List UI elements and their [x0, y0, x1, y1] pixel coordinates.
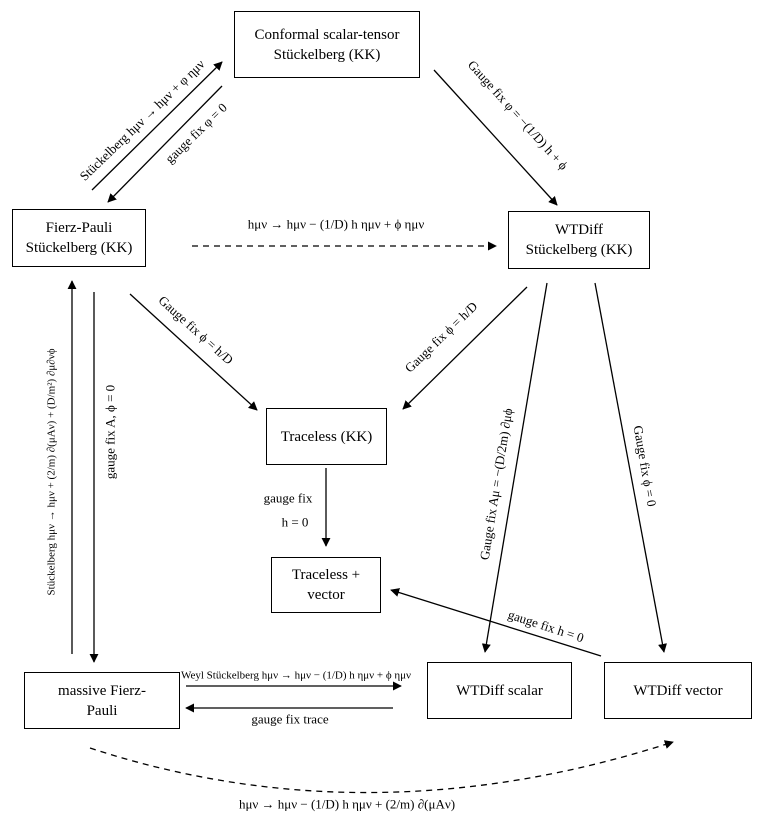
- node-label: vector: [307, 587, 345, 603]
- node-label: WTDiff: [554, 222, 604, 238]
- node-label: Traceless +: [291, 567, 361, 583]
- node-wtdiff-vector: WTDiff vector: [604, 662, 752, 719]
- label-bottom-map: hμν → hμν − (1/D) h ημν + (2/m) ∂(μAν): [238, 796, 456, 812]
- node-traceless-kk: Traceless (KK): [266, 408, 387, 465]
- node-label: Stückelberg (KK): [25, 240, 133, 256]
- node-wtdiff-scalar: WTDiff scalar: [427, 662, 572, 719]
- label-gauge-fix-trace: gauge fix trace: [251, 711, 329, 727]
- arrow-fp-to-conformal: [91, 61, 223, 191]
- node-label: Stückelberg (KK): [525, 242, 633, 258]
- node-traceless-vector: Traceless + vector: [271, 557, 381, 613]
- node-label: Pauli: [86, 702, 118, 719]
- node-label: WTDiff scalar: [456, 682, 543, 699]
- arrow-conformal-to-wtdiff: [433, 69, 558, 206]
- arrow-vector-to-traceless-vector: [390, 588, 602, 657]
- label-traceless-h-zero: h = 0: [281, 514, 309, 530]
- node-label: Stückelberg (KK): [273, 46, 381, 63]
- node-label: massive Fierz-: [58, 682, 146, 699]
- arrow-wtdiff-to-scalar: [481, 282, 548, 653]
- arrow-wtdiff-to-vector: [594, 282, 667, 653]
- label-gauge-fix-a-phi: gauge fix A, ϕ = 0: [102, 384, 118, 480]
- label-traceless-gauge-fix: gauge fix: [263, 490, 313, 506]
- arrow-massive-to-vector-dashed: [89, 740, 674, 794]
- node-label: Traceless (KK): [280, 428, 373, 445]
- label-fp-to-wtdiff: hμν → hμν − (1/D) h ημν + ϕ ημν: [247, 216, 425, 232]
- label-stuckelberg-massive: Stückelberg hμν → hμν + (2/m) ∂(μAν) + (…: [45, 348, 58, 596]
- node-label: Conformal scalar-tensor: [254, 26, 400, 43]
- arrow-fp-to-traceless: [129, 293, 258, 411]
- node-massive-fierz-pauli: massive Fierz- Pauli: [24, 672, 180, 729]
- label-weyl-stuckelberg: Weyl Stückelberg hμν → hμν − (1/D) h ημν…: [180, 669, 412, 682]
- arrow-wtdiff-to-traceless: [402, 286, 528, 410]
- node-label: Fierz-Pauli: [45, 220, 113, 236]
- node-wtdiff-stuckelberg: WTDiff Stückelberg (KK): [508, 211, 650, 269]
- node-fierz-pauli-stuckelberg: Fierz-Pauli Stückelberg (KK): [12, 209, 146, 267]
- node-label: WTDiff vector: [633, 682, 723, 699]
- node-conformal-scalar-tensor: Conformal scalar-tensor Stückelberg (KK): [234, 11, 420, 78]
- arrow-conformal-to-fp: [107, 85, 223, 203]
